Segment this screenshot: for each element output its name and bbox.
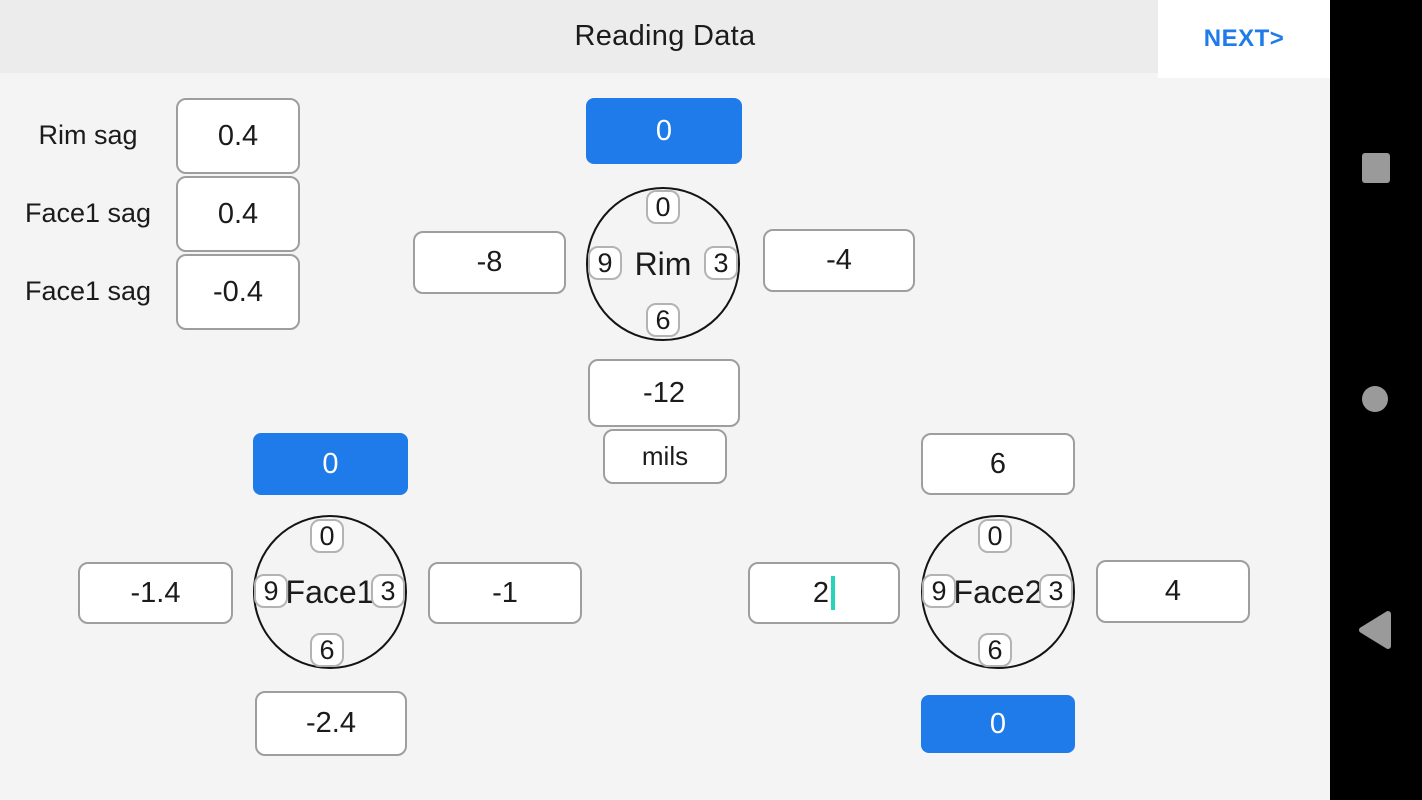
face1-pos-6-chip: 6 bbox=[310, 633, 344, 667]
units-button[interactable]: mils bbox=[603, 429, 727, 484]
next-button-label: NEXT> bbox=[1203, 25, 1285, 52]
face2-pos-6-chip: 6 bbox=[978, 633, 1012, 667]
rim-reading-9-input[interactable]: -8 bbox=[413, 231, 566, 294]
app-bar bbox=[0, 0, 1330, 73]
rim-reading-3-input[interactable]: -4 bbox=[763, 229, 915, 292]
face2-pos-3-chip: 3 bbox=[1039, 574, 1073, 608]
rim-dial-circle bbox=[586, 187, 740, 341]
rim-zero-button[interactable]: 0 bbox=[586, 98, 742, 164]
rim-pos-3-chip: 3 bbox=[704, 246, 738, 280]
face1-sag-input[interactable]: 0.4 bbox=[176, 176, 300, 252]
face1-sag-2-label: Face1 sag bbox=[24, 275, 152, 306]
rim-sag-input[interactable]: 0.4 bbox=[176, 98, 300, 174]
rim-sag-label: Rim sag bbox=[38, 119, 138, 150]
rim-reading-6-input[interactable]: -12 bbox=[588, 359, 740, 427]
face2-dial-label: Face2 bbox=[953, 573, 1043, 610]
next-button[interactable]: NEXT> bbox=[1158, 0, 1330, 78]
face1-pos-3-chip: 3 bbox=[371, 574, 405, 608]
home-icon[interactable] bbox=[1362, 386, 1388, 412]
rim-pos-6-chip: 6 bbox=[646, 303, 680, 337]
face1-reading-9-input[interactable]: -1.4 bbox=[78, 562, 233, 624]
rim-dial-label: Rim bbox=[634, 245, 692, 282]
face2-reading-0-input[interactable]: 6 bbox=[921, 433, 1075, 495]
rim-pos-9-chip: 9 bbox=[588, 246, 622, 280]
face2-reading-3-input[interactable]: 4 bbox=[1096, 560, 1250, 623]
face1-reading-3-input[interactable]: -1 bbox=[428, 562, 582, 624]
back-icon[interactable] bbox=[1354, 608, 1394, 652]
face2-reading-9-value: 2 bbox=[812, 576, 830, 609]
face1-pos-9-chip: 9 bbox=[254, 574, 288, 608]
rim-pos-0-chip: 0 bbox=[646, 190, 680, 224]
face1-reading-6-input[interactable]: -2.4 bbox=[255, 691, 407, 756]
face2-reading-9-input[interactable]: 2 bbox=[748, 562, 900, 624]
face2-pos-9-chip: 9 bbox=[922, 574, 956, 608]
app-screen: Reading Data NEXT> Rim sag 0.4 Face1 sag… bbox=[0, 0, 1330, 800]
face2-zero-button[interactable]: 0 bbox=[921, 695, 1075, 753]
face2-pos-0-chip: 0 bbox=[978, 519, 1012, 553]
face1-zero-button[interactable]: 0 bbox=[253, 433, 408, 495]
page-title: Reading Data bbox=[574, 20, 756, 52]
face1-sag-2-input[interactable]: -0.4 bbox=[176, 254, 300, 330]
text-cursor bbox=[831, 576, 836, 610]
face1-dial-label: Face1 bbox=[285, 573, 375, 610]
face1-sag-label: Face1 sag bbox=[24, 197, 152, 228]
face1-pos-0-chip: 0 bbox=[310, 519, 344, 553]
recents-icon[interactable] bbox=[1362, 153, 1390, 183]
